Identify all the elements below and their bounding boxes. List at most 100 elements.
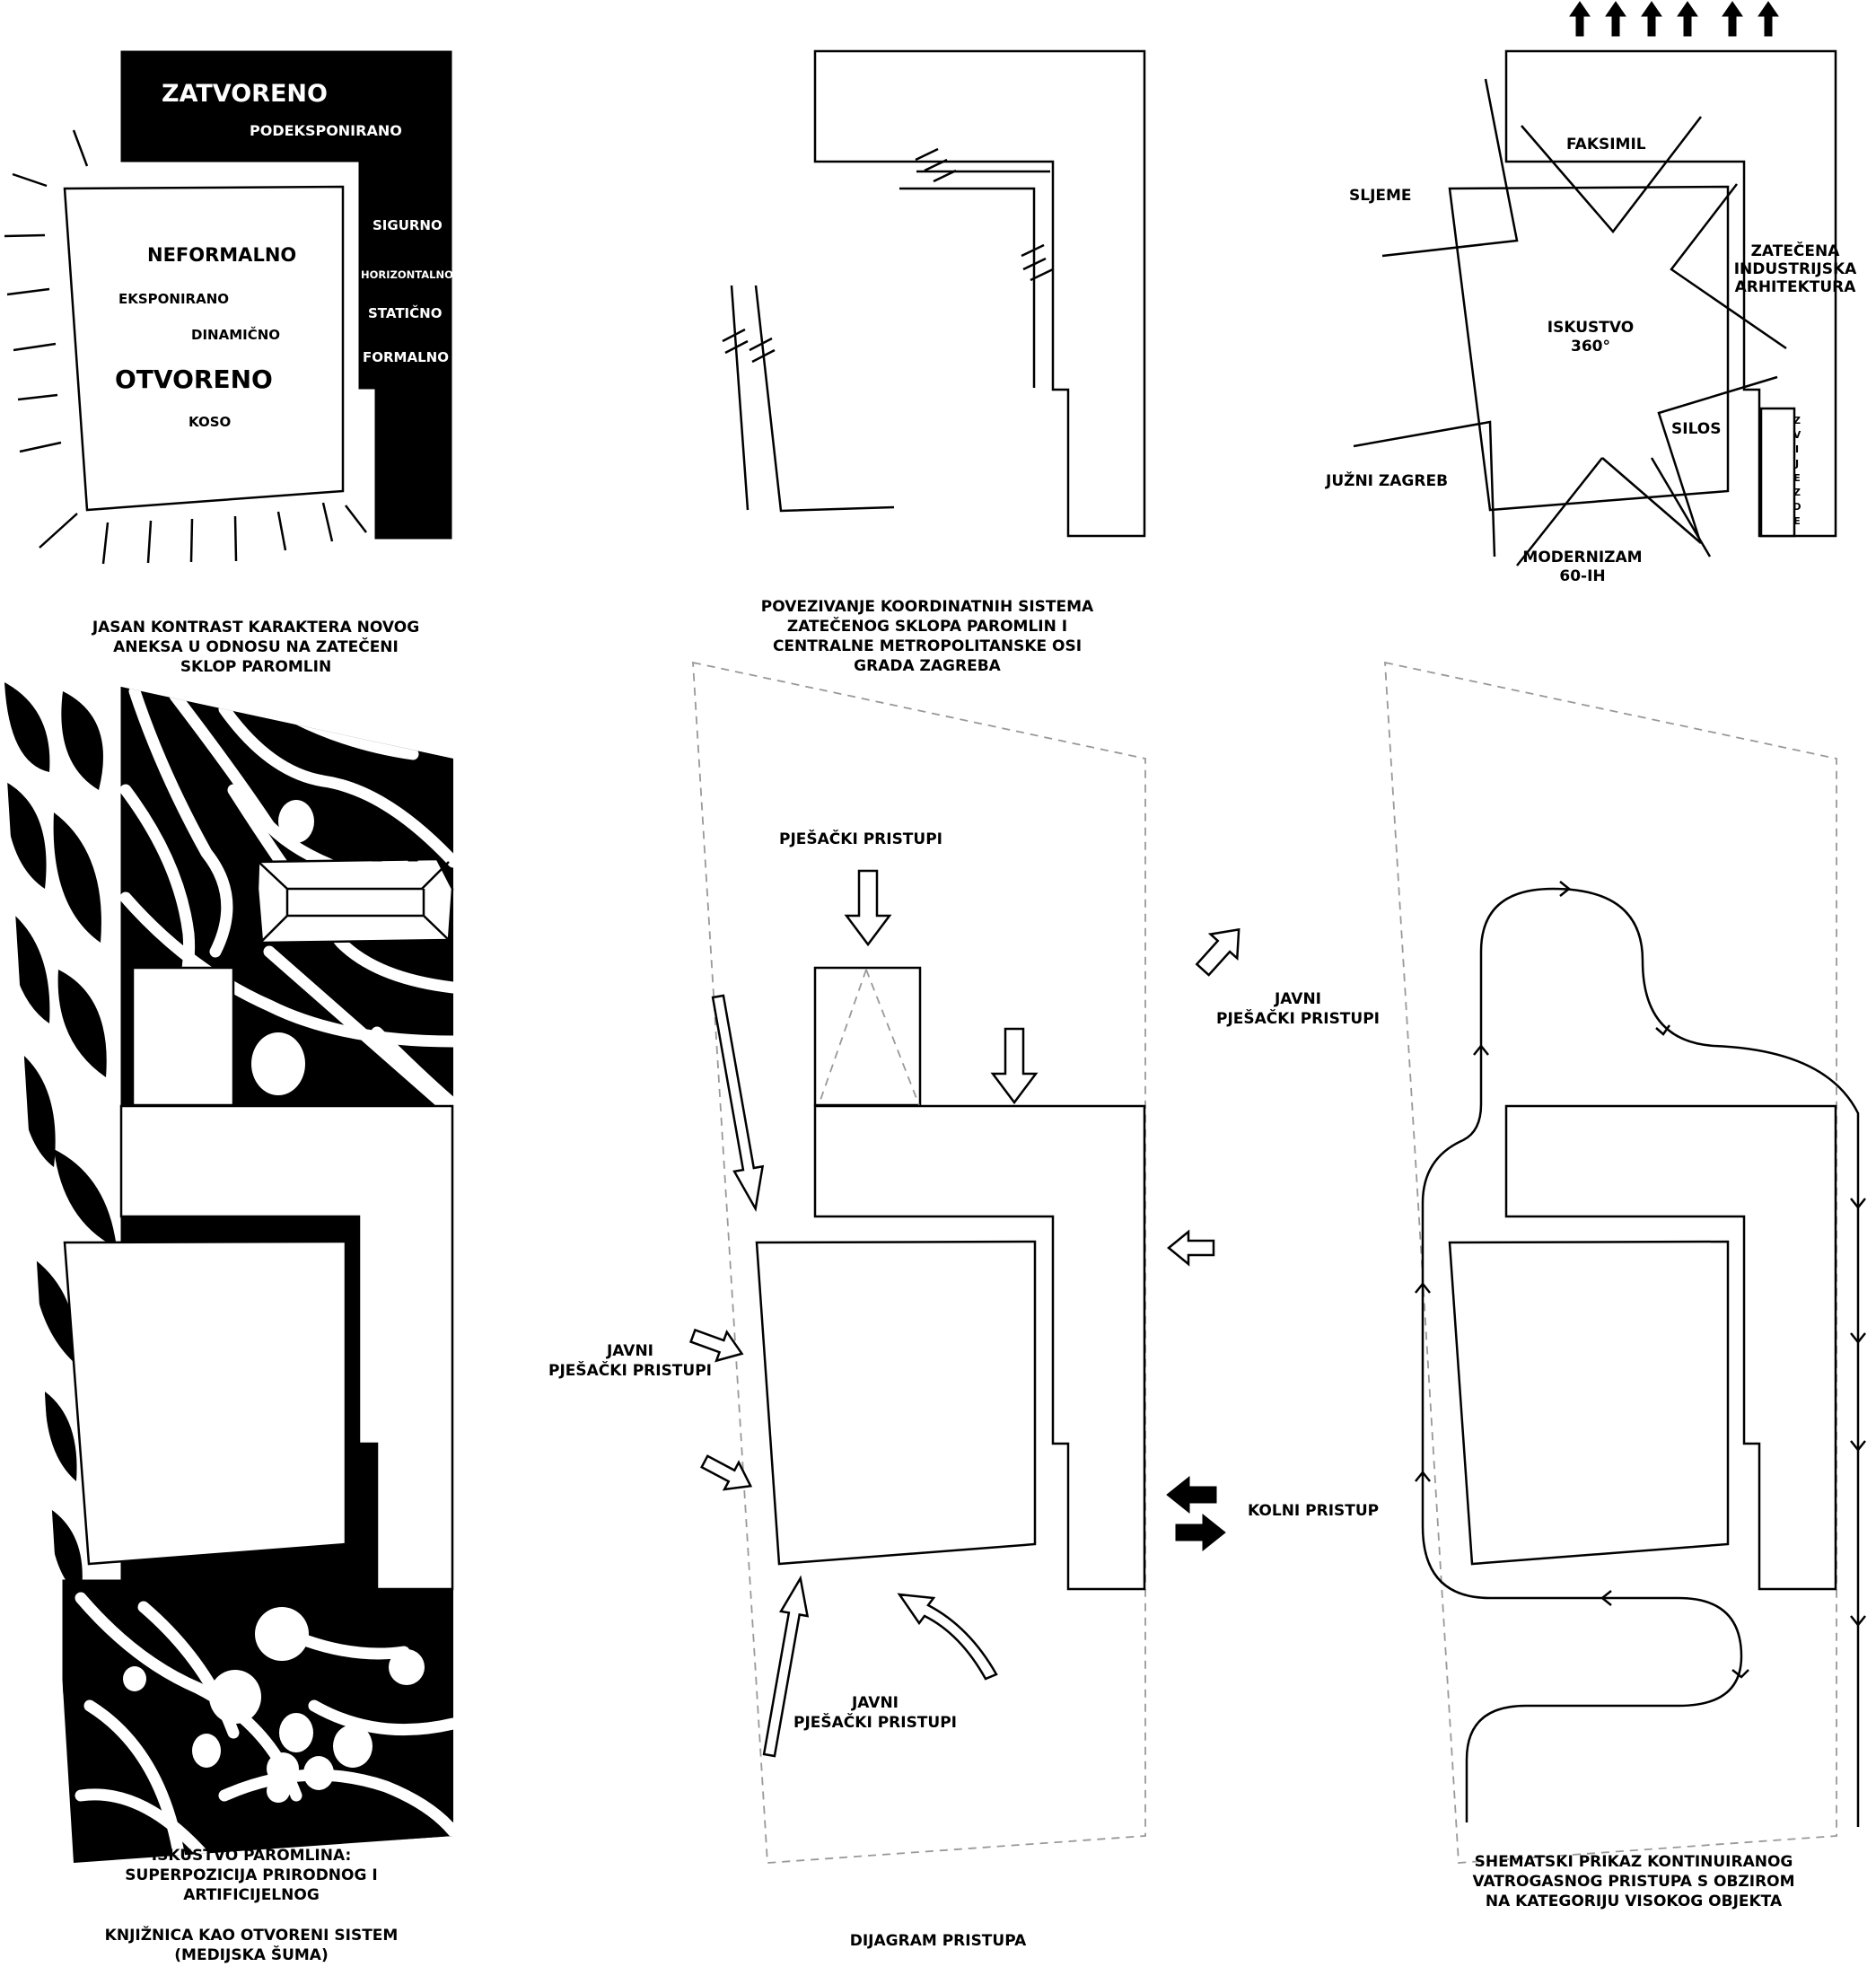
label-zvijezde: Z V I J E Z D E	[1793, 415, 1801, 527]
label-zatvoreno: ZATVORENO	[162, 80, 328, 108]
svg-text:PJEŠAČKI PRISTUPI: PJEŠAČKI PRISTUPI	[793, 1712, 957, 1732]
annex-plan-6	[1448, 1240, 1730, 1566]
label-silos: SILOS	[1671, 420, 1722, 438]
axis-line-left-inner	[754, 285, 895, 513]
paromlin-plan-4	[119, 1104, 454, 1591]
svg-text:NA KATEGORIJU VISOKOG OBJEKTA: NA KATEGORIJU VISOKOG OBJEKTA	[1486, 1892, 1783, 1910]
experience-star-lines	[1353, 78, 1787, 566]
label-zatecena: ZATEČENA INDUSTRIJSKA ARHITEKTURA	[1734, 241, 1857, 296]
label-javni-bottom: JAVNI PJEŠAČKI PRISTUPI	[793, 1694, 957, 1732]
svg-text:ISKUSTVO: ISKUSTVO	[1547, 319, 1634, 337]
forest-leaves	[4, 682, 117, 1831]
svg-text:I: I	[1795, 443, 1799, 455]
panel-access-diagram: PJEŠAČKI PRISTUPI JAVNI PJEŠAČKI PRISTUP…	[548, 661, 1380, 1950]
svg-text:ANEKSA U ODNOSU NA ZATEČENI: ANEKSA U ODNOSU NA ZATEČENI	[113, 637, 399, 656]
panel-contrast-diagram: ZATVORENO PODEKSPONIRANO SIGURNO HORIZON…	[4, 50, 453, 676]
label-podeksponirano: PODEKSPONIRANO	[250, 122, 402, 139]
svg-text:E: E	[1793, 472, 1801, 484]
label-sljeme: SLJEME	[1349, 187, 1412, 205]
svg-text:D: D	[1793, 501, 1801, 513]
svg-text:(MEDIJSKA ŠUMA): (MEDIJSKA ŠUMA)	[174, 1945, 328, 1964]
label-horizontalno: HORIZONTALNO	[361, 268, 453, 281]
paromlin-outline-3	[1504, 49, 1837, 538]
svg-text:GRADA ZAGREBA: GRADA ZAGREBA	[854, 657, 1001, 675]
label-pjesacki-top: PJEŠAČKI PRISTUPI	[779, 829, 942, 848]
svg-text:PJEŠAČKI PRISTUPI: PJEŠAČKI PRISTUPI	[1216, 1008, 1380, 1028]
label-staticno: STATIČNO	[368, 304, 442, 321]
open-annex	[63, 185, 345, 512]
zvijezde-box	[1759, 407, 1796, 538]
label-koso: KOSO	[188, 414, 231, 430]
svg-text:SUPERPOZICIJA PRIRODNOG I: SUPERPOZICIJA PRIRODNOG I	[125, 1866, 377, 1884]
small-pavilion-5	[813, 966, 922, 1107]
label-javni-left: JAVNI PJEŠAČKI PRISTUPI	[548, 1342, 712, 1380]
panel-fire-access: SHEMATSKI PRIKAZ KONTINUIRANOG VATROGASN…	[1384, 661, 1866, 1910]
panel-experience-360: FAKSIMIL SLJEME ZATEČENA INDUSTRIJSKA AR…	[1325, 1, 1857, 585]
exposure-rays	[4, 129, 367, 565]
vehicle-arrows	[1166, 1475, 1226, 1552]
label-formalno: FORMALNO	[363, 349, 449, 365]
pavilion-dashes	[818, 969, 920, 1106]
svg-text:ARHITEKTURA: ARHITEKTURA	[1735, 278, 1857, 296]
caption-contrast: JASAN KONTRAST KARAKTERA NOVOG ANEKSA U …	[92, 619, 419, 676]
label-modernizam: MODERNIZAM 60-IH	[1522, 549, 1642, 585]
route-arrowheads	[1415, 881, 1866, 1679]
roof-building	[256, 849, 454, 944]
north-arrows	[1569, 1, 1779, 37]
panel-coordinate-systems: POVEZIVANJE KOORDINATNIH SISTEMA ZATEČEN…	[722, 49, 1146, 675]
closed-block	[120, 50, 452, 540]
panel-media-forest: ISKUSTVO PAROMLINA: SUPERPOZICIJA PRIROD…	[4, 682, 454, 1964]
svg-text:Z: Z	[1793, 415, 1801, 426]
annex-outline-3	[1448, 185, 1730, 512]
caption-forest: ISKUSTVO PAROMLINA: SUPERPOZICIJA PRIROD…	[105, 1847, 399, 1964]
svg-text:ZATEČENA: ZATEČENA	[1751, 241, 1841, 260]
svg-text:VATROGASNOG PRISTUPA S OBZIROM: VATROGASNOG PRISTUPA S OBZIROM	[1472, 1873, 1794, 1891]
label-faksimil: FAKSIMIL	[1566, 136, 1646, 154]
svg-text:360°: 360°	[1571, 338, 1610, 356]
paromlin-outline	[813, 49, 1146, 538]
site-boundary-6	[1384, 661, 1837, 1864]
svg-text:V: V	[1793, 429, 1801, 441]
svg-text:PJEŠAČKI PRISTUPI: PJEŠAČKI PRISTUPI	[548, 1360, 712, 1380]
label-javni-right: JAVNI PJEŠAČKI PRISTUPI	[1216, 990, 1380, 1028]
svg-text:ARTIFICIJELNOG: ARTIFICIJELNOG	[183, 1886, 320, 1904]
svg-text:MODERNIZAM: MODERNIZAM	[1522, 549, 1642, 566]
label-eksponirano: EKSPONIRANO	[118, 291, 229, 307]
annex-plan-4	[63, 1240, 347, 1566]
label-neformalno: NEFORMALNO	[147, 244, 296, 266]
svg-text:J: J	[1794, 458, 1799, 470]
annex-plan-5	[755, 1240, 1037, 1566]
svg-text:KNJIŽNICA KAO OTVORENI SISTEM: KNJIŽNICA KAO OTVORENI SISTEM	[105, 1925, 399, 1945]
fire-route	[1421, 887, 1860, 1827]
svg-text:JAVNI: JAVNI	[851, 1694, 899, 1712]
svg-text:INDUSTRIJSKA: INDUSTRIJSKA	[1734, 260, 1857, 278]
site-boundary-5	[692, 661, 1146, 1864]
label-iskustvo: ISKUSTVO 360°	[1547, 319, 1634, 356]
caption-coordinates: POVEZIVANJE KOORDINATNIH SISTEMA ZATEČEN…	[761, 598, 1094, 675]
svg-text:ZATEČENOG SKLOPA PAROMLIN I: ZATEČENOG SKLOPA PAROMLIN I	[787, 616, 1067, 636]
caption-fire-access: SHEMATSKI PRIKAZ KONTINUIRANOG VATROGASN…	[1472, 1853, 1794, 1910]
svg-text:JAVNI: JAVNI	[606, 1342, 653, 1360]
caption-access: DIJAGRAM PRISTUPA	[850, 1932, 1027, 1950]
svg-text:SHEMATSKI PRIKAZ KONTINUIRANOG: SHEMATSKI PRIKAZ KONTINUIRANOG	[1475, 1853, 1793, 1871]
svg-text:ISKUSTVO PAROMLINA:: ISKUSTVO PAROMLINA:	[152, 1847, 352, 1865]
axis-line-left-outer	[730, 285, 750, 511]
pedestrian-arrows	[689, 869, 1240, 1758]
axis-break-marks	[722, 147, 1054, 364]
label-sigurno: SIGURNO	[373, 217, 443, 233]
svg-text:Z: Z	[1793, 487, 1801, 498]
paromlin-plan-5	[813, 1104, 1146, 1591]
svg-text:60-IH: 60-IH	[1559, 567, 1605, 585]
label-otvoreno: OTVORENO	[115, 364, 273, 394]
svg-text:POVEZIVANJE KOORDINATNIH SISTE: POVEZIVANJE KOORDINATNIH SISTEMA	[761, 598, 1094, 616]
label-juzni-zagreb: JUŽNI ZAGREB	[1325, 470, 1448, 490]
small-pavilion	[131, 966, 235, 1107]
svg-text:SKLOP PAROMLIN: SKLOP PAROMLIN	[180, 658, 331, 676]
forest-circles	[123, 800, 425, 1803]
svg-text:JASAN KONTRAST KARAKTERA NOVOG: JASAN KONTRAST KARAKTERA NOVOG	[92, 619, 419, 637]
svg-text:CENTRALNE METROPOLITANSKE OSI: CENTRALNE METROPOLITANSKE OSI	[773, 637, 1082, 655]
label-kolni-pristup: KOLNI PRISTUP	[1248, 1502, 1379, 1520]
svg-text:JAVNI: JAVNI	[1274, 990, 1321, 1008]
paromlin-plan-6	[1504, 1104, 1837, 1591]
svg-text:E: E	[1793, 515, 1801, 527]
